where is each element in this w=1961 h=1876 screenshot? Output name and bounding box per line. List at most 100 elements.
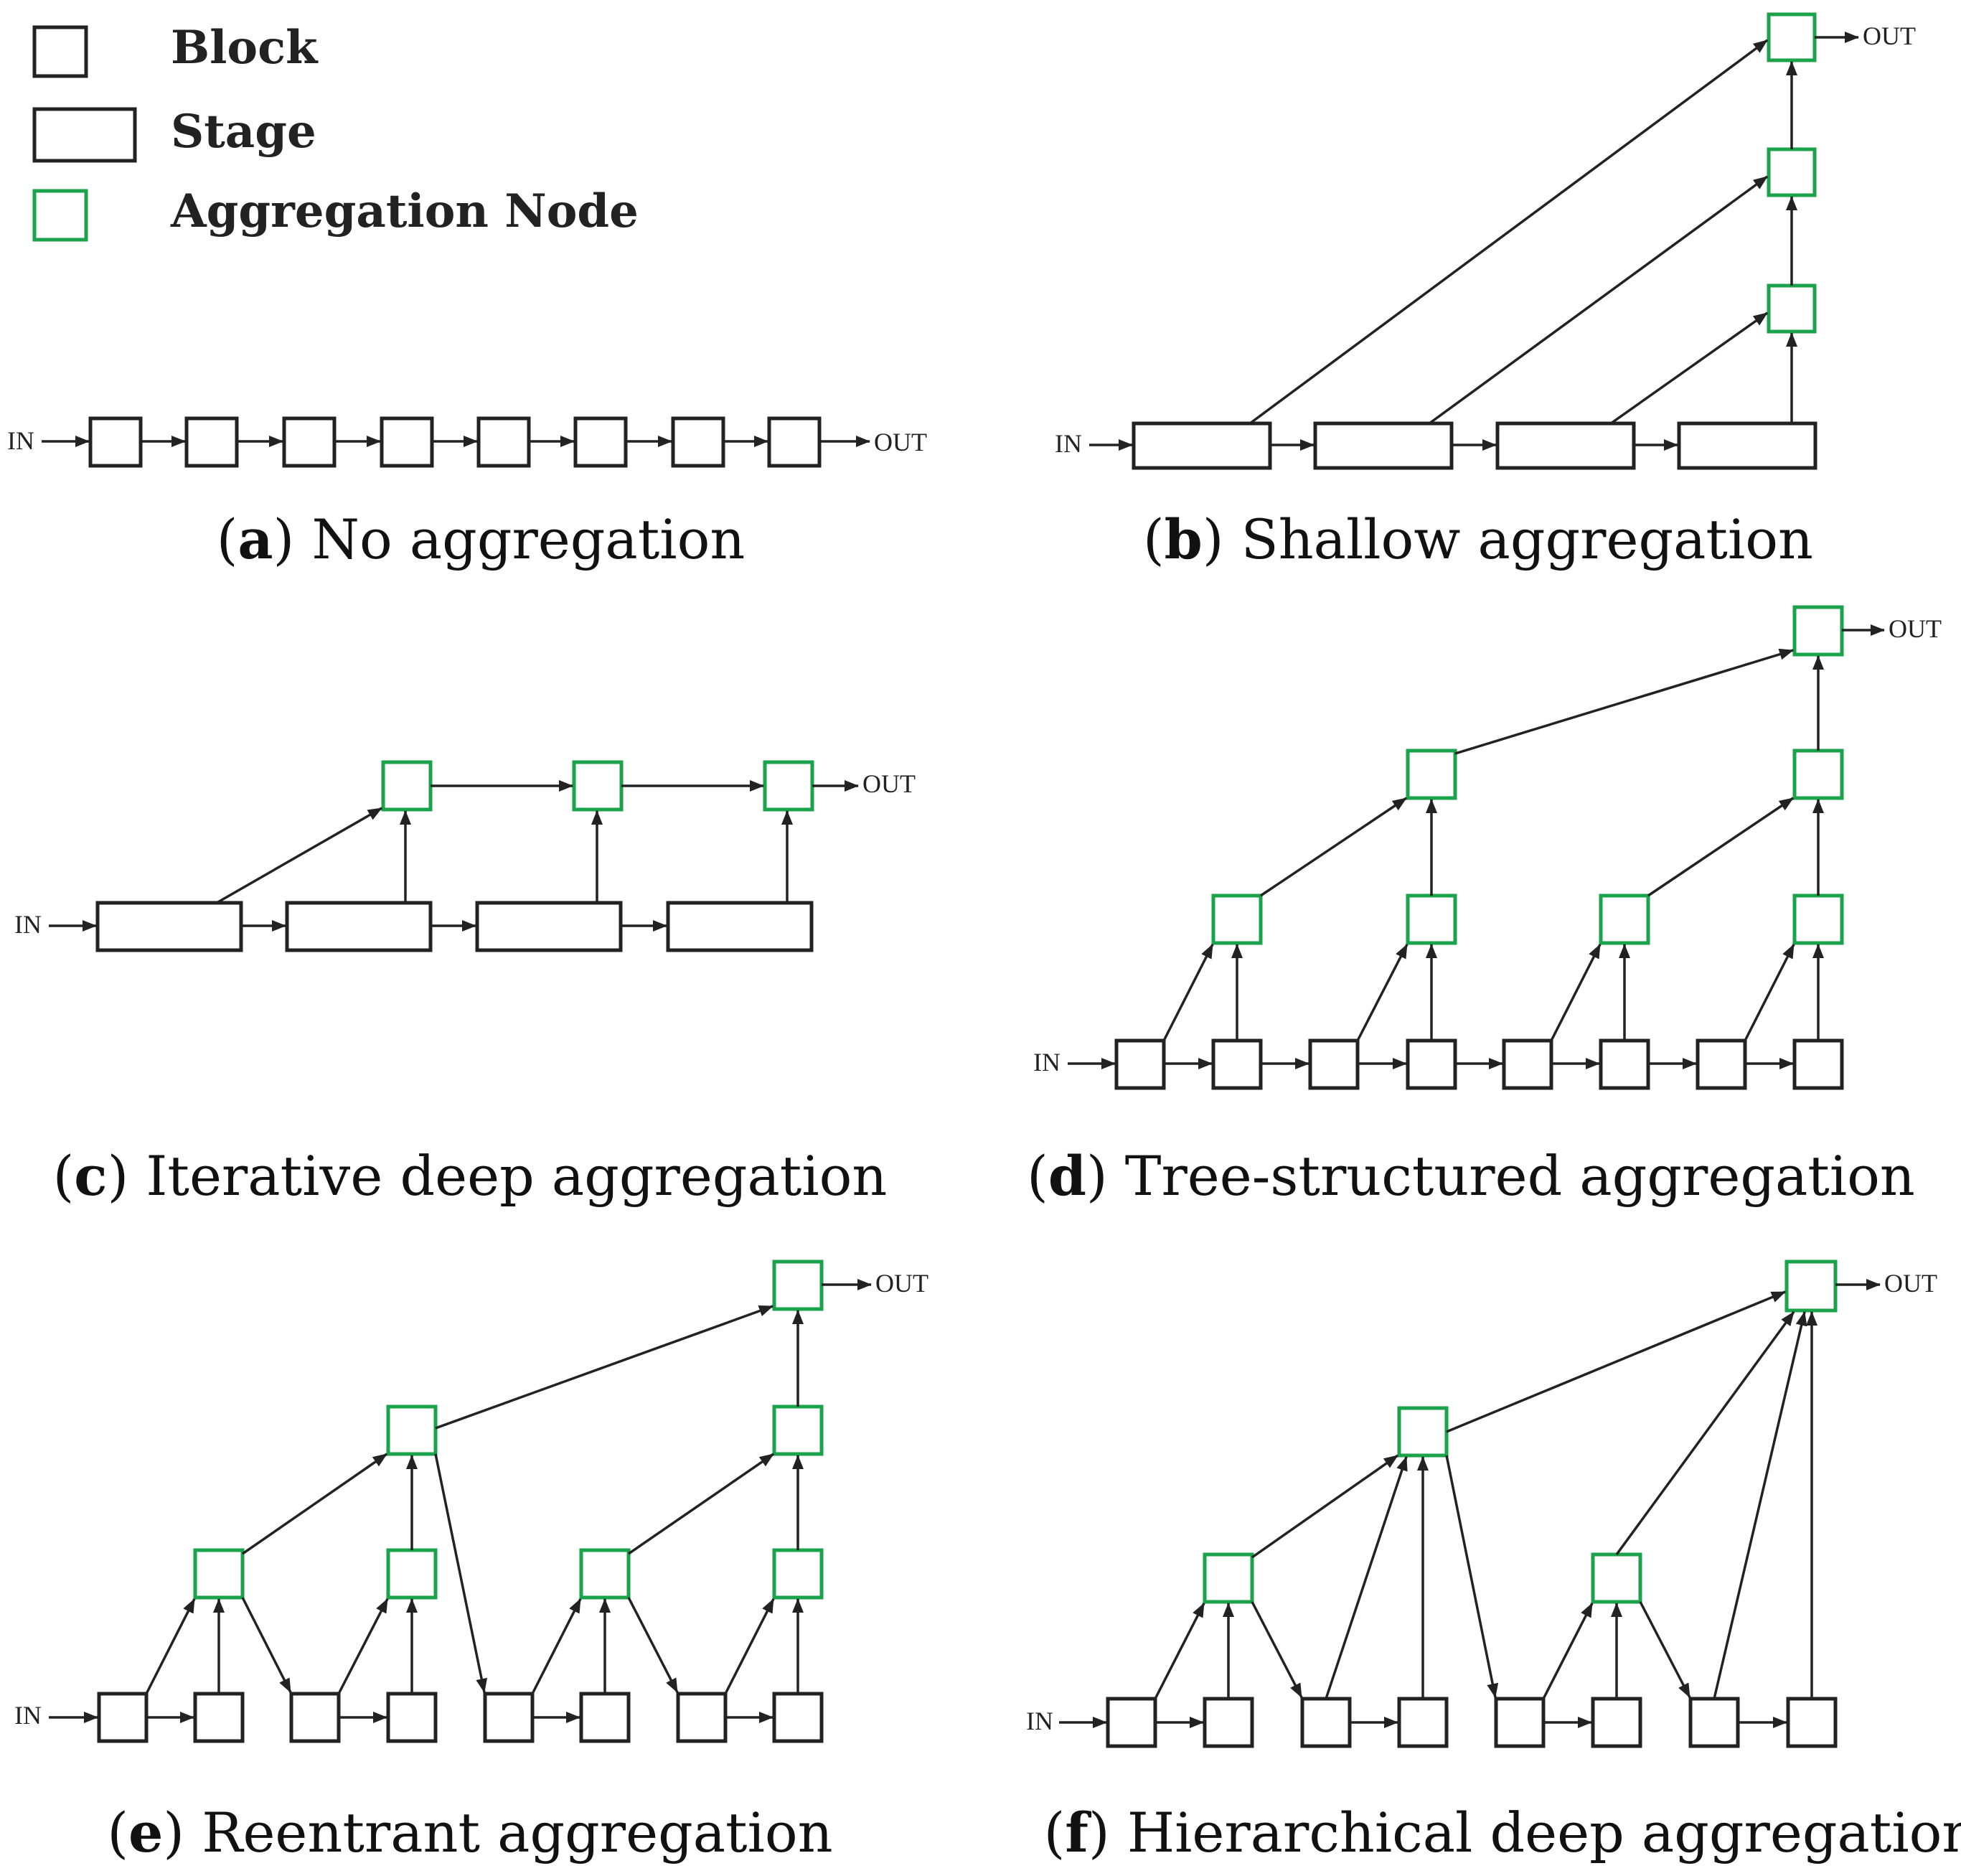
block [1502,1038,1553,1090]
edge [1609,311,1769,425]
stage [1132,421,1272,470]
aggregation-node [1784,1260,1838,1313]
legend-block-swatch [32,25,88,78]
panel-f-hierarchical-deep-aggregation: IN OUT (f) Hierarchical deep a [1026,1260,1961,1865]
block [97,1692,149,1743]
aggregation-node [1767,147,1817,197]
legend-stage-label: Stage [171,105,316,159]
panel-c-iterative-deep-aggregation: IN OUT (c) Iterative deep aggregation [14,760,916,1208]
block [1300,1697,1352,1748]
panel-d-in-label: IN [1033,1048,1061,1077]
block [1406,1038,1457,1090]
panel-a-no-aggregation: IN OUT (a) No aggregation [7,416,927,571]
panel-f-caption: (f) Hierarchical deep aggregation [1044,1801,1961,1865]
edge [1615,1310,1795,1556]
edge [1251,1601,1303,1698]
aggregation-node [1792,605,1844,657]
stage [95,901,243,952]
edge [1445,1455,1499,1698]
edge [1446,1290,1786,1433]
block [88,416,143,468]
stage [666,901,814,952]
panel-e-reentrant-aggregation: IN O [14,1260,928,1865]
edge [1454,648,1794,755]
panel-b-in-label: IN [1055,429,1082,458]
edge [1356,944,1409,1041]
panel-d-caption: (d) Tree-structured aggregation [1027,1144,1915,1208]
edge [1154,1603,1205,1699]
aggregation-node [1591,1552,1642,1604]
panel-a-out-label: OUT [874,428,927,456]
aggregation-node [1767,283,1817,334]
block [1688,1697,1740,1748]
panel-c-out-label: OUT [862,769,916,798]
stage [1313,421,1454,470]
block [1591,1697,1642,1748]
edge [1744,944,1795,1041]
edge [242,1453,387,1555]
block [193,1692,245,1743]
legend-block-label: Block [171,21,319,75]
block [579,1692,631,1743]
block [1494,1697,1546,1748]
edge [1647,797,1794,897]
block [483,1692,535,1743]
panel-a-caption: (a) No aggregation [217,507,746,571]
aggregation-node [386,1548,438,1600]
block [1114,1038,1166,1090]
edge [1248,39,1769,425]
block [767,416,822,468]
panel-b-caption: (b) Shallow aggregation [1143,507,1813,571]
block [1786,1697,1838,1748]
panel-e-in-label: IN [14,1701,42,1730]
block [772,1692,824,1743]
panel-f-out-label: OUT [1884,1269,1937,1298]
legend-aggregation-node-label: Aggregation Node [170,184,639,238]
edge [724,1598,775,1694]
block [1696,1038,1747,1090]
edge [435,1305,773,1430]
stage [1677,421,1817,470]
block [676,1692,728,1743]
edge [1542,1603,1594,1699]
edge [1325,1456,1408,1699]
aggregation-node [386,1404,438,1456]
aggregation-node [1599,894,1650,945]
edge [145,1598,196,1694]
panel-a-in-label: IN [7,426,34,455]
stage [475,901,623,952]
panel-d-out-label: OUT [1889,614,1942,643]
aggregation-node [1406,749,1457,800]
edge [1260,797,1407,897]
aggregation-node [1397,1406,1449,1458]
edge [434,1453,488,1693]
edge [1251,1454,1399,1559]
edge [1162,944,1214,1041]
edge [241,1597,292,1693]
legend-stage-swatch [32,107,137,163]
block [1397,1697,1449,1748]
block [476,416,531,468]
block [671,416,725,468]
edge [337,1598,389,1694]
block [289,1692,341,1743]
stage [285,901,433,952]
aggregation-node [1203,1552,1254,1604]
panel-f-in-label: IN [1026,1707,1053,1735]
edge [531,1598,582,1694]
block [1203,1697,1254,1748]
aggregation-node [381,760,433,812]
panel-d-tree-structured-aggregation: IN O [1027,605,1942,1208]
edge [628,1453,774,1555]
aggregation-node [763,760,814,812]
aggregation-node [772,1548,824,1600]
aggregation-node [772,1260,824,1311]
edge [1550,944,1602,1041]
panel-c-in-label: IN [14,910,42,939]
panel-b-out-label: OUT [1863,22,1916,50]
aggregation-node [1792,894,1844,945]
block [1106,1697,1157,1748]
block [573,416,628,468]
stage [1495,421,1636,470]
aggregation-node [579,1548,631,1600]
